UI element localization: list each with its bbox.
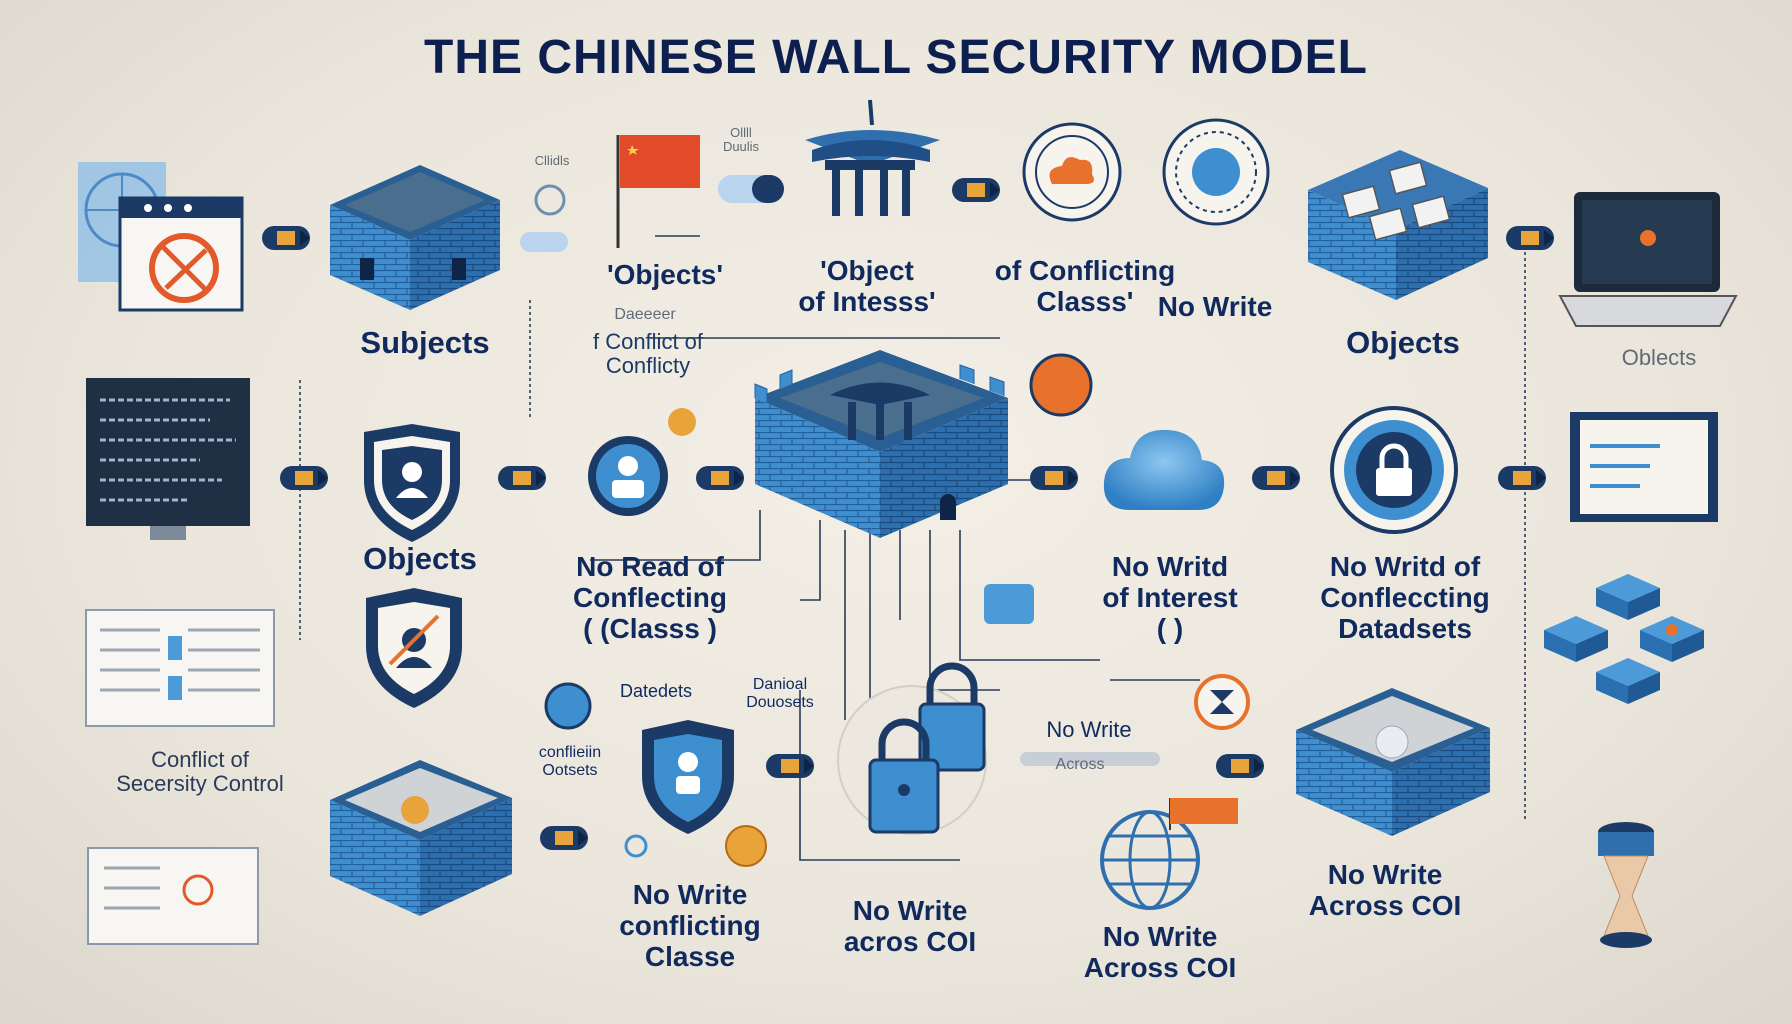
cloud-badge-icon [1022, 122, 1122, 222]
pen-badge-icon [1029, 353, 1093, 417]
label-objects-left: Objects [363, 541, 477, 576]
label-objects-top-right: Objects [1346, 325, 1460, 360]
globe-icon [1100, 798, 1238, 910]
tiny-glyphs-icon [520, 184, 568, 252]
connector-icon [952, 178, 1000, 202]
shield-user-icon [364, 424, 460, 542]
cloud-icon [1103, 429, 1225, 510]
connector-icon [262, 226, 310, 250]
coin-icon [668, 408, 696, 436]
small-pill-icon [718, 175, 784, 203]
lock-circle-icon [1330, 406, 1458, 534]
label-no-write-datasets: No Writd of Confleccting Datadsets [1320, 551, 1490, 644]
connector-icon [1252, 466, 1300, 490]
arrow-bar-icon [1020, 752, 1160, 766]
label-no-write-conflicting: No Write conflicting Classe [619, 879, 761, 972]
laptop-icon [1558, 192, 1738, 327]
pagoda-icon [805, 99, 940, 216]
connector-icon [1498, 466, 1546, 490]
label-objects-quoted: 'Objects' [606, 259, 724, 290]
connector-icon [280, 466, 328, 490]
hourglass-icon [1598, 822, 1654, 948]
target-circle-icon [1162, 118, 1270, 226]
connector-icon [1216, 754, 1264, 778]
label-objects-far-right: Oblects [1621, 345, 1697, 370]
coin-icon [725, 825, 767, 867]
screen-icon [1570, 412, 1718, 522]
label-no-write-top: No Write [1157, 291, 1273, 322]
document-list-icon [87, 847, 259, 945]
shield-user-icon [642, 720, 734, 834]
page-title: THE CHINESE WALL SECURITY MODEL [424, 31, 1368, 84]
brick-wall-box-icon [330, 165, 500, 310]
brick-wall-box-icon [330, 760, 512, 916]
connector-icon [766, 754, 814, 778]
brick-wall-box-icon [1296, 688, 1490, 836]
label-conflict-of-conflicty: f Conflict of Conflicty [592, 329, 704, 379]
connector-icon [1030, 466, 1078, 490]
small-link-icon [624, 834, 648, 858]
connector-icon [696, 466, 744, 490]
document-list-icon [85, 609, 275, 727]
cube-grid-icon [1544, 574, 1704, 704]
label-conflict-security: Conflict of Secersity Control [116, 747, 284, 797]
label-no-write-across-coi-3: No Write Across COI [1308, 859, 1462, 921]
blocked-icon [118, 196, 244, 312]
connector-icon [540, 826, 588, 850]
label-subjects: Subjects [360, 325, 490, 360]
label-conflicting-datasets-small: conflieiin Ootsets [538, 744, 602, 779]
code-monitor-icon [86, 378, 250, 540]
central-wall-fortress-icon [754, 350, 1008, 538]
label-datasets: Datedets [619, 681, 693, 701]
label-object-of-interest: 'Object of Intesss' [798, 255, 936, 317]
hourglass-badge-icon [1194, 674, 1250, 730]
label-no-write-across-mid: No Write [1046, 717, 1132, 742]
label-tiny-code-1: Cllidls [534, 153, 570, 168]
label-no-write-across-coi-2: No Write Across COI [1083, 921, 1237, 983]
label-tiny-code-2: Ollll Duulis [722, 125, 760, 155]
document-boxes-wall-icon [1308, 150, 1488, 300]
user-circle-icon [588, 436, 668, 516]
label-across-small: Across [1055, 756, 1105, 773]
shield-pen-icon [366, 588, 462, 708]
small-card-icon [984, 584, 1034, 624]
label-tiny-header: Daeeeer [614, 306, 676, 323]
flag-icon [616, 135, 700, 248]
label-datasets-right: Danioal Douosets [746, 676, 814, 711]
connector-icon [1506, 226, 1554, 250]
label-conflicting-classes-top: of Conflicting Classs' [994, 255, 1176, 317]
connector-icon [498, 466, 546, 490]
small-globe-icon [544, 682, 592, 730]
padlock-icon [837, 662, 987, 835]
label-no-write-across-coi-1: No Write acros COI [843, 895, 977, 957]
label-no-read: No Read of Conflecting ( (Classs ) [573, 551, 727, 644]
label-no-write-interest: No Writd of Interest ( ) [1102, 551, 1238, 644]
